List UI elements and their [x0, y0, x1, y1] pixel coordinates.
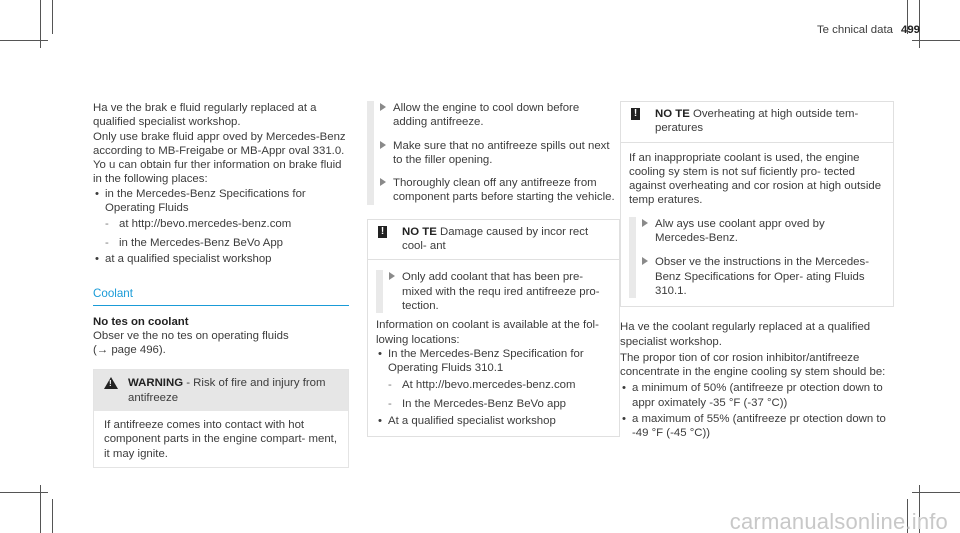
exclamation-icon: ! — [378, 225, 387, 238]
section-divider — [93, 304, 349, 306]
list-item: a maximum of 55% (antifreeze pr otection… — [620, 412, 894, 441]
list-item: At a qualified specialist workshop — [376, 414, 611, 429]
warning-label: WARNING — [128, 377, 184, 390]
section-title: Coolant — [93, 287, 133, 301]
step-arrow-icon — [642, 257, 648, 266]
warning-box: WARNING - Risk of fire and injury from a… — [93, 369, 349, 468]
list-item: at a qualified specialist workshop — [93, 252, 349, 267]
coolant-section-header: Coolant — [93, 287, 349, 306]
list-item: -At http://bevo.mercedes-benz.com — [388, 379, 576, 392]
brake-fluid-info-text: Yo u can obtain fur ther information on … — [93, 159, 342, 186]
coolant-proportion-text: The propor tion of cor rosion inhibitor/… — [620, 351, 886, 379]
crop-mark-bl-v — [40, 485, 41, 533]
brake-fluid-approval-text: Only use brake fluid appr oved by Merced… — [93, 130, 346, 157]
crop-mark-tl-v — [40, 0, 41, 48]
notes-title: No tes on coolant — [93, 315, 189, 328]
instruction-step: Allow the engine to cool down before add… — [367, 101, 620, 136]
crop-mark-bl-v2 — [52, 499, 53, 533]
crop-mark-br-v — [919, 485, 920, 533]
column-2: Allow the engine to cool down before add… — [367, 101, 620, 438]
warning-triangle-icon — [104, 377, 118, 390]
instruction-step: Alw ays use coolant appr oved by Mercede… — [629, 216, 885, 252]
note-header: ! NO TE Damage caused by incor rect cool… — [368, 220, 619, 261]
note-label: NO TE — [655, 108, 690, 120]
step-arrow-icon — [380, 140, 386, 149]
page-header: Te chnical data 499 — [817, 23, 920, 37]
notes-observe-text: Obser ve the no tes on operating fluids — [93, 329, 289, 342]
list-item: -in the Mercedes-Benz BeVo App — [105, 236, 284, 249]
link-text[interactable]: at http://bevo.mercedes-benz.com — [119, 218, 292, 231]
watermark-text: carmanualsonline.info — [729, 508, 948, 533]
coolant-replace-text: Ha ve the coolant regularly replaced at … — [620, 321, 871, 348]
note-box: ! NO TE Overheating at high outside tem-… — [620, 101, 894, 308]
warning-body: If antifreeze comes into contact with ho… — [104, 419, 338, 460]
step-arrow-icon — [380, 103, 386, 111]
list-item: -at http://bevo.mercedes-benz.com — [105, 218, 292, 231]
link-text[interactable]: At http://bevo.mercedes-benz.com — [402, 379, 576, 392]
list-item: -In the Mercedes-Benz BeVo app — [388, 397, 567, 410]
crop-mark-br-h — [912, 492, 960, 493]
instruction-step: Make sure that no antifreeze spills out … — [367, 135, 620, 174]
list-item: In the Mercedes-Benz Specification for O… — [376, 347, 611, 376]
instruction-step: Only add coolant that has been pre- mixe… — [376, 270, 611, 314]
step-arrow-icon — [642, 218, 648, 227]
note-box: ! NO TE Damage caused by incor rect cool… — [367, 218, 620, 438]
section-name: Te chnical data — [816, 24, 893, 36]
column-1: Ha ve the brak e fluid regularly replace… — [93, 101, 349, 468]
crop-mark-bl-h — [0, 492, 48, 493]
list-item: in the Mercedes-Benz Specifications for … — [93, 187, 349, 216]
list-item: a minimum of 50% (antifreeze pr otection… — [620, 381, 894, 410]
step-arrow-icon — [389, 272, 395, 281]
overheating-text: If an inappropriate coolant is used, the… — [629, 151, 882, 207]
instruction-step: Obser ve the instructions in the Mercede… — [629, 251, 885, 299]
crop-mark-br-v2 — [907, 499, 908, 533]
column-3: ! NO TE Overheating at high outside tem-… — [620, 101, 894, 441]
brake-fluid-replace-text: Ha ve the brak e fluid regularly replace… — [93, 102, 317, 129]
instruction-step: Thoroughly clean off any antifreeze from… — [367, 173, 620, 205]
note-label: NO TE — [402, 225, 437, 238]
coolant-info-text: Information on coolant is available at t… — [376, 319, 599, 346]
step-arrow-icon — [380, 178, 386, 187]
crop-mark-tr-h — [912, 40, 960, 41]
page-reference-link[interactable]: (→ page 496). — [93, 344, 166, 357]
crop-mark-tr-v2 — [907, 0, 908, 34]
crop-mark-tl-v2 — [52, 0, 53, 34]
crop-mark-tr-v — [919, 0, 920, 48]
crop-mark-tl-h — [0, 40, 48, 41]
exclamation-icon: ! — [631, 108, 640, 120]
note-header: ! NO TE Overheating at high outside tem-… — [621, 102, 893, 143]
page-number: 499 — [900, 24, 920, 36]
warning-header: WARNING - Risk of fire and injury from a… — [94, 370, 348, 412]
